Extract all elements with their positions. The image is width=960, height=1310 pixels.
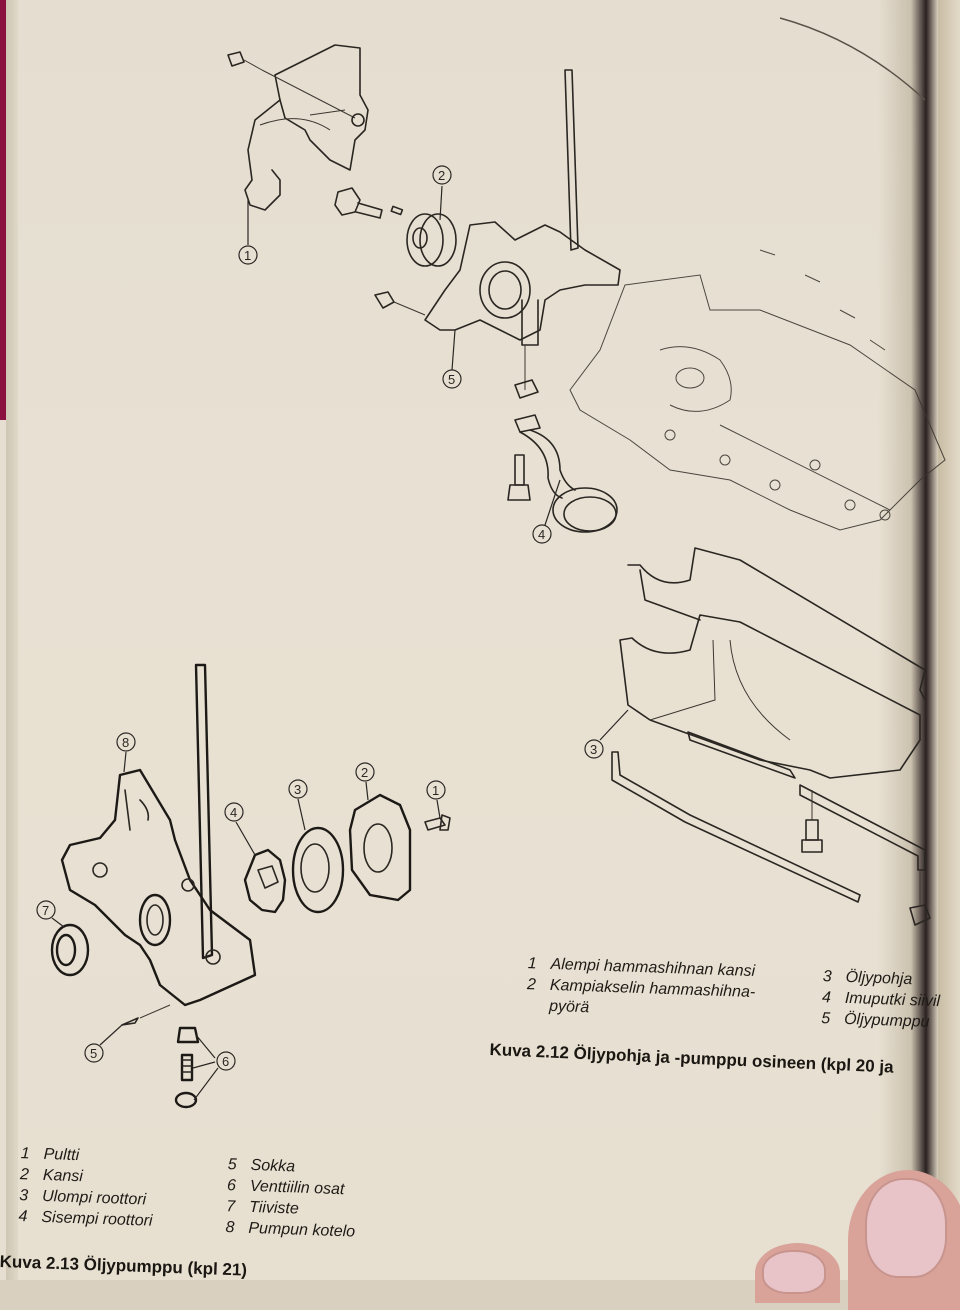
thumbnail [865, 1178, 947, 1278]
figure-2-13-legend-right: 5 Sokka 6 Venttiilin osat 7 Tiiviste 8 P… [222, 1154, 358, 1243]
figure-2-13-callout-5: 5 [84, 1024, 123, 1063]
timing-cover-drawing [227, 44, 369, 211]
figure-2-12-callout-4: 4 [532, 479, 561, 544]
figure-2-13-legend-left: 1 Pultti 2 Kansi 3 Ulompi roottori 4 Sis… [15, 1143, 155, 1232]
fingernail [762, 1250, 826, 1294]
svg-text:4: 4 [230, 805, 237, 820]
figure-2-12-diagram: 1 2 3 4 5 [227, 44, 946, 926]
pump-housing-drawing [60, 663, 257, 1007]
svg-text:5: 5 [448, 372, 455, 387]
figure-2-13-callout-6: 6 [192, 1034, 236, 1101]
svg-text:3: 3 [294, 782, 301, 797]
svg-text:2: 2 [361, 765, 368, 780]
valve-parts-drawing [174, 1026, 200, 1109]
svg-text:1: 1 [432, 783, 439, 798]
figure-2-13-callout-4: 4 [224, 802, 256, 856]
figure-2-13-callout-1: 1 [426, 780, 446, 819]
svg-text:2: 2 [438, 168, 445, 183]
figure-2-12-legend-right: 3 Öljypohja 4 Imuputki siivil 5 Öljypump… [818, 966, 941, 1033]
figure-2-13-callout-3: 3 [288, 779, 308, 831]
legend-item: 5 Öljypumppu [820, 1009, 930, 1031]
inner-rotor-drawing [243, 848, 287, 914]
svg-text:4: 4 [538, 527, 545, 542]
svg-text:5: 5 [90, 1046, 97, 1061]
oil-pan-drawing [611, 547, 931, 926]
book-page [18, 0, 938, 1280]
bolt-drawing [424, 814, 451, 831]
engine-block-drawing [569, 249, 946, 531]
book-gutter [878, 0, 938, 1280]
svg-text:1: 1 [244, 248, 251, 263]
figure-2-12-callout-1: 1 [238, 200, 258, 265]
cotter-pin-drawing [121, 1004, 171, 1026]
pump-cover-drawing [348, 793, 412, 902]
book-cover-edge [0, 0, 8, 420]
crank-sprocket-drawing [334, 187, 457, 267]
svg-text:8: 8 [122, 735, 129, 750]
figure-2-12-callout-2: 2 [432, 165, 452, 221]
figure-2-12-callout-3: 3 [584, 709, 629, 759]
facing-page-edge [938, 0, 960, 1280]
oil-pump-drawing [374, 69, 621, 346]
figure-2-13-callout-2: 2 [355, 762, 375, 801]
page-stack-edge [6, 0, 20, 1280]
svg-text:6: 6 [222, 1054, 229, 1069]
svg-text:7: 7 [42, 903, 49, 918]
oil-pickup-drawing [507, 345, 618, 533]
figure-2-13-diagram: 1 2 3 4 5 6 7 8 [36, 663, 451, 1109]
page-header-rule [779, 17, 926, 101]
figure-2-12-callout-5: 5 [442, 329, 462, 389]
figure-2-13-callout-8: 8 [116, 732, 136, 773]
figure-2-12-legend-left: 1 Alempi hammashihnan kansi 2 Kampiaksel… [523, 953, 756, 1024]
outer-rotor-drawing [291, 826, 345, 914]
figure-2-13-callout-7: 7 [36, 900, 65, 928]
seal-drawing [50, 923, 90, 977]
svg-text:3: 3 [590, 742, 597, 757]
